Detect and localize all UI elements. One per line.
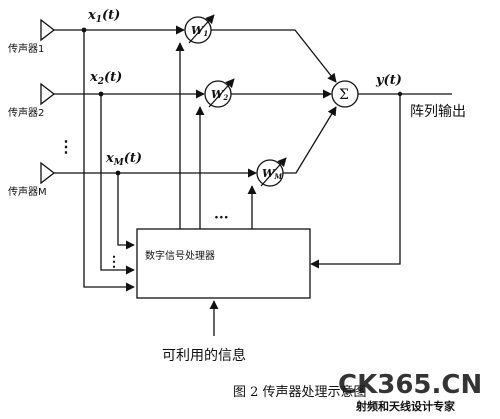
- weight-lines-ellipsis: ···: [214, 210, 229, 226]
- signal-xm-label: xM(t): [105, 151, 142, 168]
- microphone-1-label: 传声器1: [8, 42, 44, 55]
- tap-lines-ellipsis: ⋮: [107, 254, 121, 270]
- signal-x2-label: x2(t): [89, 70, 122, 87]
- tap-line-m: [117, 173, 135, 250]
- adapt-arrow-2: [208, 78, 235, 108]
- output-signal-label: y(t): [375, 73, 402, 88]
- summation-symbol: Σ: [339, 87, 349, 103]
- weight-2-label: W2: [211, 88, 228, 102]
- signal-x1-label: x1(t): [87, 8, 120, 25]
- junction-dot-m: [115, 170, 121, 176]
- array-output-label: 阵列输出: [410, 104, 466, 120]
- weight-m-to-sum: [283, 106, 337, 174]
- microphone-m-icon: [40, 161, 56, 185]
- microphone-2-label: 传声器2: [8, 106, 44, 119]
- watermark-logo: CK365.CN 射频和天线设计专家: [338, 370, 482, 413]
- tap-line-1: [83, 30, 135, 292]
- microphone-1-icon: [40, 18, 56, 42]
- dsp-label: 数字信号处理器: [145, 249, 215, 262]
- microphone-2-icon: [40, 82, 56, 106]
- microphone-m-label: 传声器M: [8, 185, 47, 198]
- figure-caption: 图 2 传声器处理示意图: [233, 384, 367, 400]
- weight-1-to-sum: [211, 29, 337, 83]
- feedback-line: [310, 94, 401, 269]
- dsp-block: [136, 228, 311, 299]
- microphone-ellipsis: ⋮: [58, 137, 74, 156]
- junction-dot-output: [397, 91, 403, 97]
- weight-m-label: WM: [262, 167, 282, 181]
- watermark-slogan: 射频和天线设计专家: [355, 399, 456, 413]
- tap-line-2: [100, 94, 135, 275]
- junction-dot-2: [98, 91, 104, 97]
- available-info-label: 可利用的信息: [162, 347, 246, 364]
- adapt-arrow-m: [260, 157, 287, 187]
- weight-1-label: W1: [191, 24, 208, 38]
- adapt-arrow-1: [188, 14, 215, 44]
- watermark-brand: CK365.CN: [338, 370, 482, 400]
- junction-dot-1: [81, 27, 87, 33]
